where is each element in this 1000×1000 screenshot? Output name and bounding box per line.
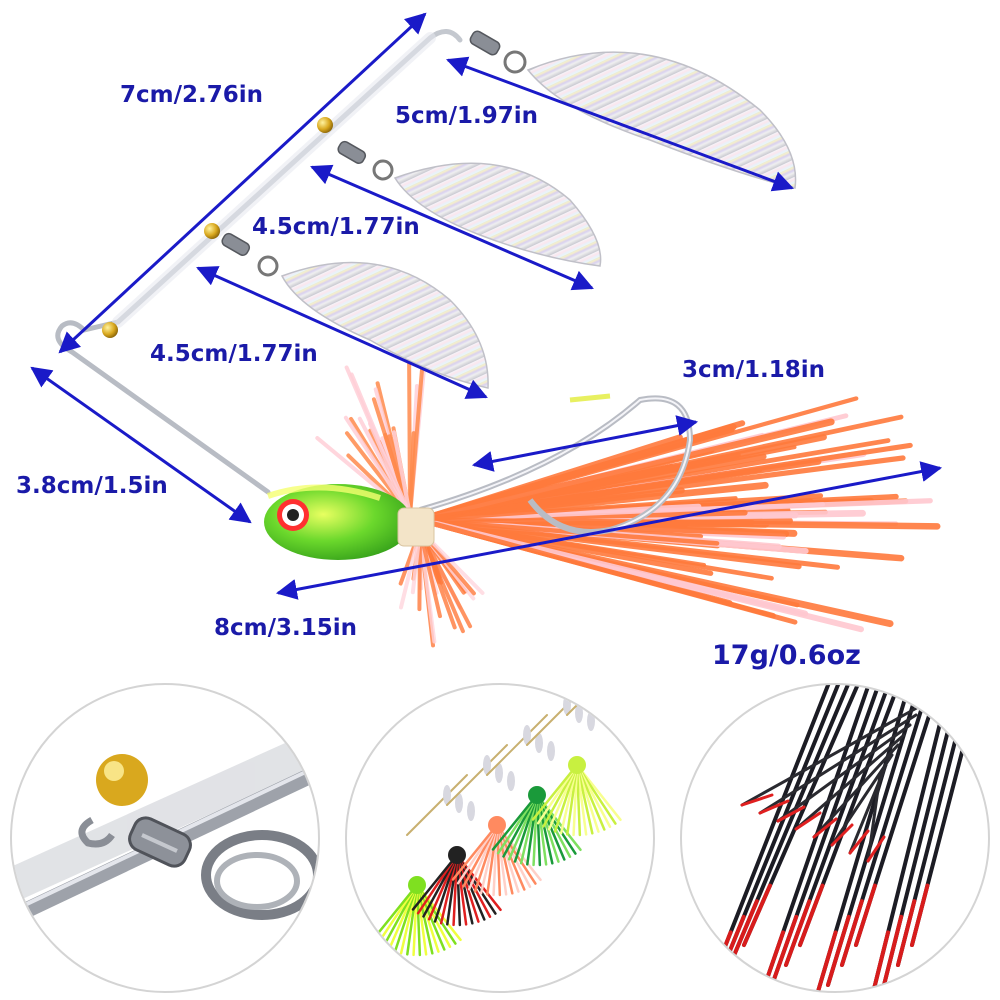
detail-swivel-closeup <box>10 683 320 993</box>
label-weight: 17g/0.6oz <box>712 640 861 671</box>
detail-skirt-closeup <box>680 683 990 993</box>
label-hook-gap: 3cm/1.18in <box>682 357 826 383</box>
lure-illustration <box>30 12 943 648</box>
label-blade-small: 4.5cm/1.77in <box>150 341 318 367</box>
label-wire-upper: 7cm/2.76in <box>120 82 264 108</box>
label-lure-length: 8cm/3.15in <box>214 615 358 641</box>
detail-color-variants <box>345 683 655 993</box>
silicone-skirt <box>315 338 941 648</box>
dimension-arrows <box>30 12 943 600</box>
label-blade-large: 5cm/1.97in <box>395 103 539 129</box>
label-wire-lower: 3.8cm/1.5in <box>16 473 168 499</box>
label-blade-middle: 4.5cm/1.77in <box>252 214 420 240</box>
